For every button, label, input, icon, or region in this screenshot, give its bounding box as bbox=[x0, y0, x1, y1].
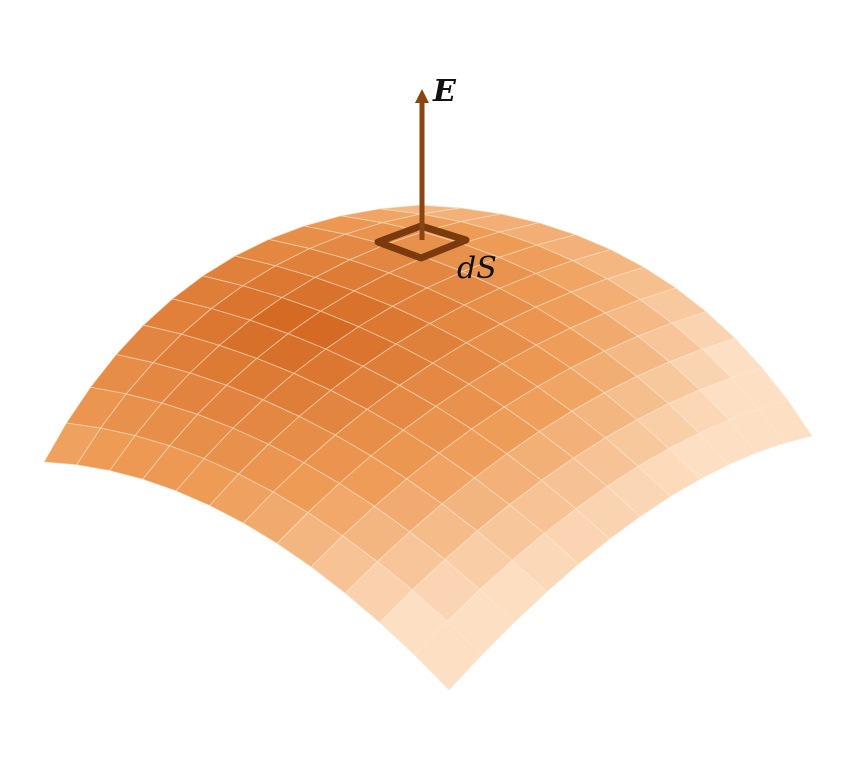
surface-patch bbox=[757, 399, 813, 444]
surface-element-label-ds: dS bbox=[457, 251, 497, 286]
surface-element-square bbox=[374, 222, 470, 262]
vector-label-e: E bbox=[432, 74, 457, 109]
curved-surface bbox=[43, 204, 813, 691]
